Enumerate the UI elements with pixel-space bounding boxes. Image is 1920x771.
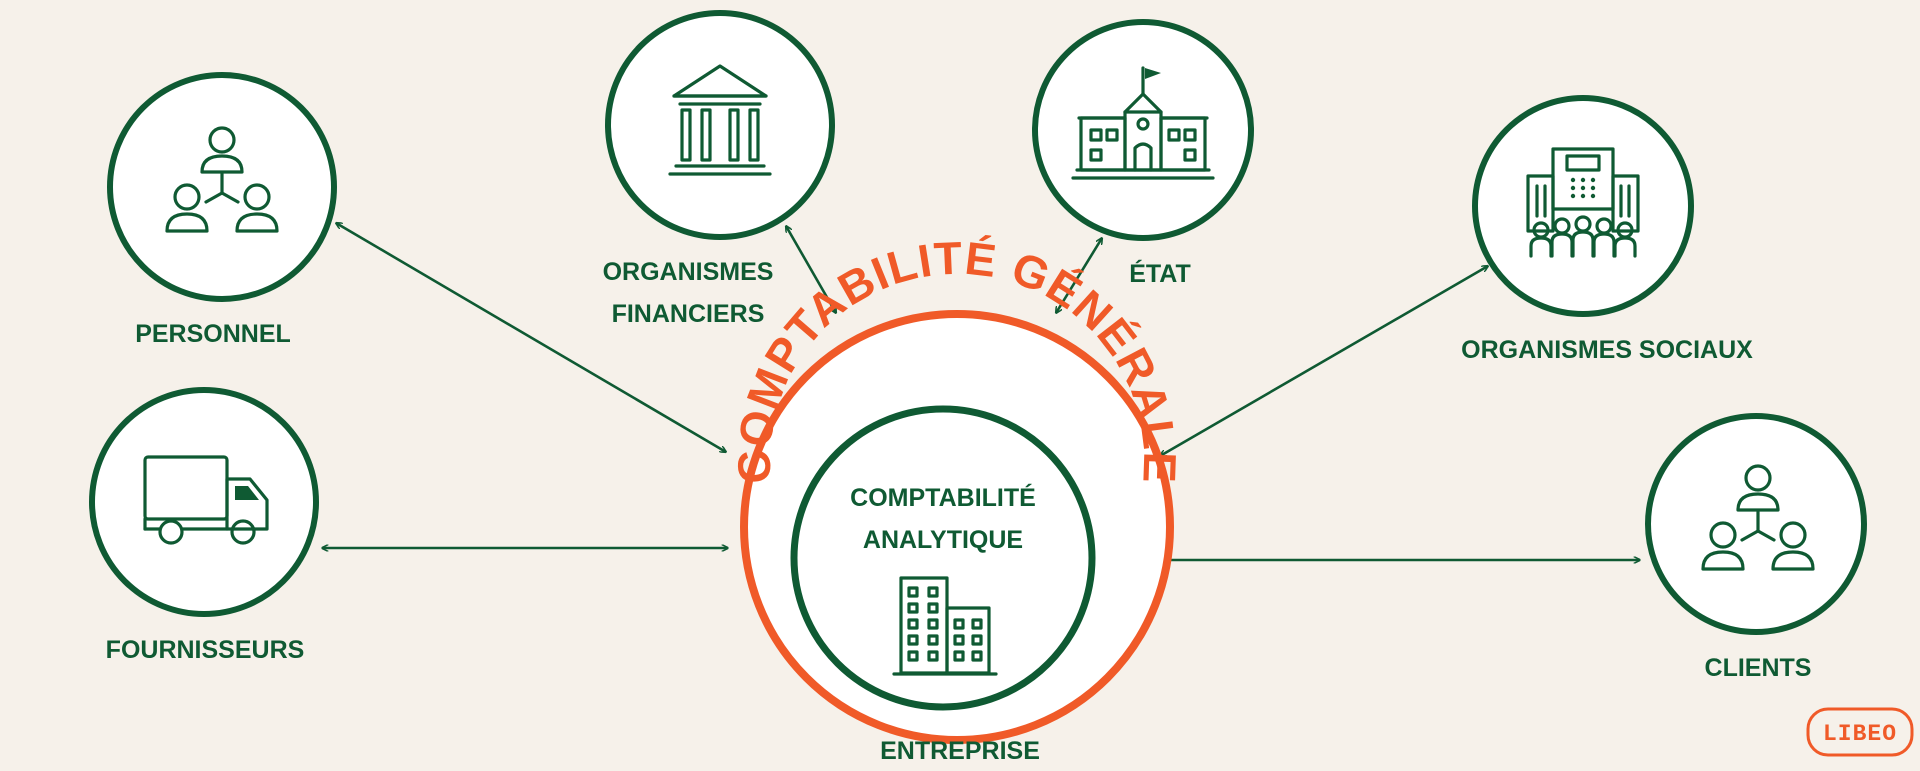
fournisseurs-label: FOURNISSEURS xyxy=(106,636,305,664)
organismes-financiers-label-line1: ORGANISMES xyxy=(603,258,774,286)
people-network-icon xyxy=(1701,464,1815,571)
office-buildings-icon xyxy=(892,576,998,676)
node-organismes-sociaux: ORGANISMES SOCIAUX xyxy=(1461,95,1753,364)
organismes-sociaux-label: ORGANISMES SOCIAUX xyxy=(1461,336,1753,364)
arrow-organismes-sociaux xyxy=(1160,266,1488,456)
delivery-truck-icon xyxy=(143,455,269,545)
entreprise-label: ENTREPRISE xyxy=(880,737,1040,765)
office-building-people-icon xyxy=(1526,147,1640,258)
arrow-personnel xyxy=(336,223,726,452)
clients-label: CLIENTS xyxy=(1705,654,1812,682)
arrow-organismes-financiers xyxy=(786,226,836,313)
libeo-logo: LIBEO xyxy=(1806,707,1914,757)
node-etat: ÉTAT xyxy=(1032,19,1254,288)
center-entreprise: COMPTABILITÉ GÉNÉRALE COMPTABILITÉ ANALY… xyxy=(728,232,1186,765)
organismes-financiers-label-line2: FINANCIERS xyxy=(612,300,765,328)
comptabilite-analytique-label-line1: COMPTABILITÉ xyxy=(850,483,1036,512)
etat-label: ÉTAT xyxy=(1129,259,1191,288)
comptabilite-analytique-circle xyxy=(790,405,1096,711)
bank-icon xyxy=(668,64,772,176)
node-fournisseurs: FOURNISSEURS xyxy=(89,387,319,664)
svg-text:LIBEO: LIBEO xyxy=(1823,721,1897,747)
comptabilite-analytique-label-line2: ANALYTIQUE xyxy=(863,526,1023,554)
node-clients: CLIENTS xyxy=(1645,413,1867,682)
people-network-icon xyxy=(165,126,279,233)
node-personnel: PERSONNEL xyxy=(107,72,337,348)
government-building-icon xyxy=(1071,66,1215,180)
node-organismes-financiers: ORGANISMES FINANCIERS xyxy=(603,10,835,328)
connection-arrows xyxy=(322,223,1640,560)
arrow-etat xyxy=(1056,238,1102,313)
personnel-label: PERSONNEL xyxy=(135,320,291,348)
